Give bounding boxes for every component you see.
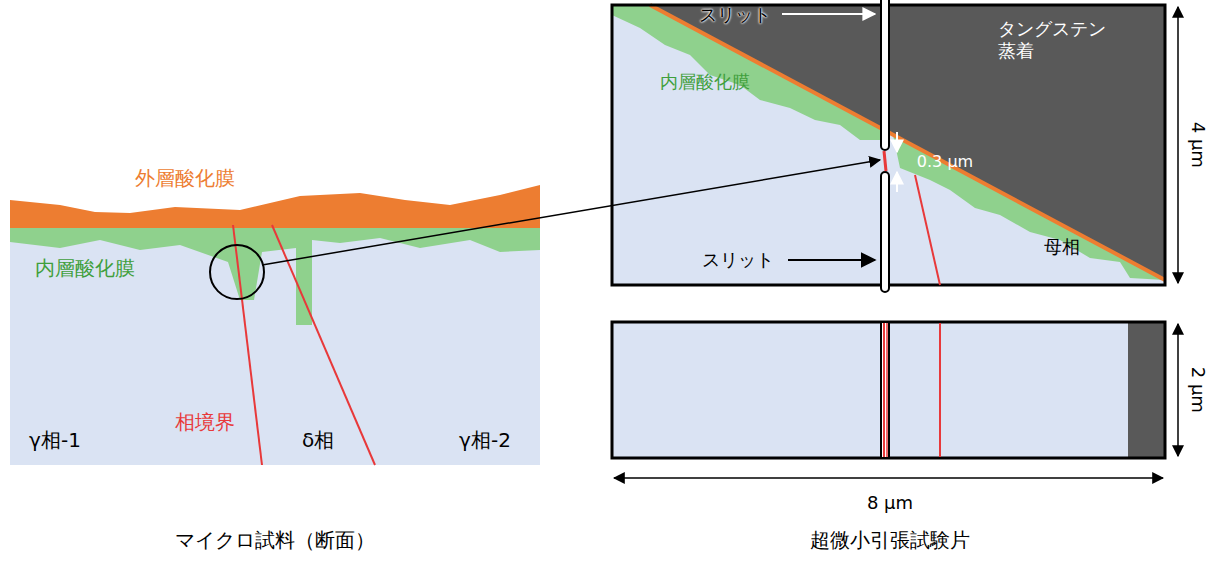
dimension-label: 8 μm [867,492,913,514]
deposit-label: タングステン 蒸着 [998,18,1123,61]
oxide-label: 内層酸化膜 [35,256,135,280]
micro-sample-section [10,185,540,465]
caption-label: 超微小引張試験片 [810,528,970,552]
slit-label: スリット [699,4,771,26]
caption-label: マイクロ試料（断面） [175,528,375,552]
detail-circle [210,245,264,299]
inner-oxide [10,228,540,325]
oxide-label: 外層酸化膜 [135,166,235,190]
dimension-label: 0.3 μm [917,152,973,171]
outer-oxide [10,185,540,228]
specimen-front [612,0,1165,292]
slit [881,322,889,458]
slit [881,172,889,292]
gauge-arrow [896,172,898,192]
oxide-label: 内層酸化膜 [660,71,750,93]
dimension-line [614,477,1163,479]
phase-boundary [939,323,941,457]
matrix [612,322,1165,458]
detail-leader [262,160,880,265]
boundary-label: 相境界 [175,410,235,434]
phase-label: γ相-1 [29,428,81,452]
dimension-line [1177,7,1179,283]
phase-boundary [915,175,940,285]
phase-boundary [233,225,262,465]
slit-pointer [782,13,875,15]
specimen-outline [612,322,1165,458]
tungsten-deposit [650,5,1165,280]
slit-pointer [788,259,875,261]
dimension-line [1177,324,1179,456]
phase-label: 母相 [1044,236,1080,258]
dimension-label: 2 μm [1187,367,1209,413]
phase-label: δ相 [302,428,334,452]
gauge-arrow [896,132,898,152]
phase-boundary [883,323,885,457]
phase-label: γ相-2 [459,428,511,452]
specimen-side [612,322,1165,458]
dimension-label: 4 μm [1187,122,1209,168]
outer-oxide [650,5,1165,280]
tungsten-deposit [1128,322,1165,458]
phase-boundary [886,323,888,457]
slit [881,0,889,150]
slit-label: スリット [702,249,774,271]
matrix [10,220,540,465]
phase-boundary [884,151,886,171]
